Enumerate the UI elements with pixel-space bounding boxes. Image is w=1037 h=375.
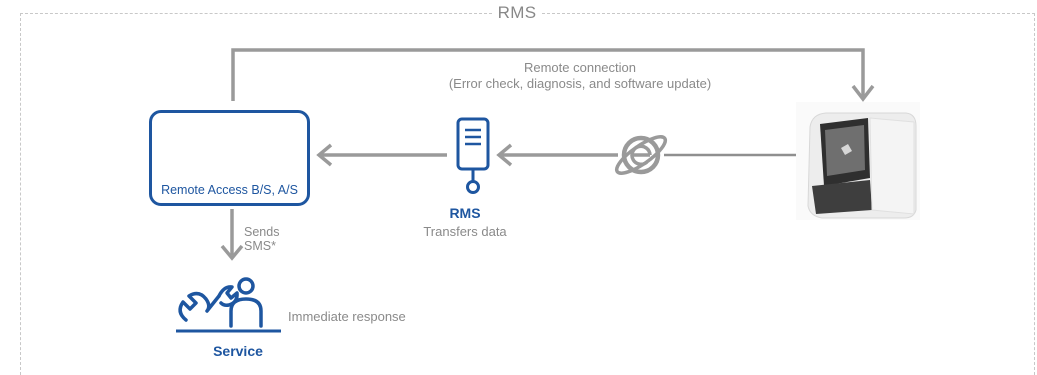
frame-border-top-right — [542, 13, 1035, 14]
rms-server-icon — [456, 117, 490, 194]
transfers-data-label: Transfers data — [423, 224, 507, 239]
instrument-device-image — [796, 102, 920, 220]
sends-label-line2: SMS* — [244, 239, 276, 253]
person-icon — [229, 277, 263, 328]
rms-server-label: RMS — [449, 205, 481, 221]
network-to-server-arrowhead — [496, 143, 513, 167]
sends-label-line1: Sends — [244, 225, 280, 239]
frame-border-left — [20, 13, 21, 375]
remote-connection-arrowhead — [851, 84, 875, 102]
remote-connection-line — [231, 48, 865, 101]
service-label: Service — [213, 343, 263, 359]
wrench-icon — [178, 285, 239, 322]
sends-sms-label: Sends SMS* — [244, 225, 279, 253]
frame-title: RMS — [497, 3, 537, 22]
frame-border-right — [1034, 13, 1035, 375]
access-to-service-arrowhead — [220, 244, 244, 261]
frame-border-top-left — [20, 13, 492, 14]
network-globe-icon — [614, 135, 668, 175]
server-to-access-arrowhead — [316, 143, 333, 167]
remote-access-box: Remote Access B/S, A/S — [149, 110, 310, 206]
remote-access-label: Remote Access B/S, A/S — [161, 183, 298, 197]
remote-connection-label: Remote connection (Error check, diagnosi… — [370, 60, 790, 92]
remote-connection-detail: (Error check, diagnosis, and software up… — [448, 76, 712, 91]
immediate-response-label: Immediate response — [288, 309, 406, 324]
remote-connection-title: Remote connection — [523, 60, 636, 75]
